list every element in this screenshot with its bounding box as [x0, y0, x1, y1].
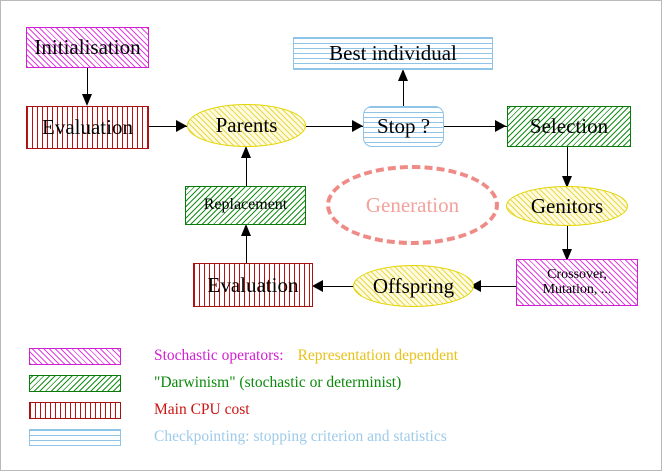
node-parents-label: Parents	[215, 113, 278, 138]
node-offspring[interactable]: Offspring	[353, 265, 474, 307]
node-crossover-mutation[interactable]: Crossover, Mutation, ...	[516, 259, 638, 306]
legend-row-checkpointing: Checkpointing: stopping criterion and st…	[29, 428, 447, 446]
edge-offspring-to-evaluation	[320, 286, 354, 287]
node-genitors[interactable]: Genitors	[506, 186, 628, 226]
node-evaluation-bottom[interactable]: Evaluation	[193, 263, 313, 307]
edge-stop-to-selection	[444, 126, 507, 127]
legend-swatch-blue-lines	[29, 428, 121, 446]
node-crossover-label-line2: Mutation, ...	[542, 281, 612, 297]
edge-initialisation-to-evaluation	[87, 67, 88, 97]
node-genitors-label: Genitors	[530, 193, 604, 218]
arrowhead-left-evaluation-bottom	[312, 280, 323, 292]
arrowhead-right-selection	[495, 120, 506, 132]
arrowhead-up-replacement	[241, 224, 251, 236]
node-crossover-label-line1: Crossover,	[547, 266, 607, 282]
legend-label-checkpointing: Checkpointing: stopping criterion and st…	[154, 428, 447, 445]
edge-replacement-to-parents	[246, 149, 247, 187]
node-stop[interactable]: Stop ?	[363, 106, 444, 147]
node-evaluation-bottom-label: Evaluation	[207, 272, 299, 297]
legend-swatch-red-hatch	[29, 401, 121, 419]
edge-stop-to-best-individual	[403, 71, 404, 107]
node-evaluation-top-label: Evaluation	[42, 115, 133, 140]
node-selection[interactable]: Selection	[507, 106, 631, 147]
node-best-individual-label: Best individual	[329, 41, 457, 66]
node-offspring-label: Offspring	[372, 273, 455, 298]
node-parents[interactable]: Parents	[187, 104, 306, 147]
legend-row-stochastic-operators: Stochastic operators: Representation dep…	[29, 347, 458, 365]
legend-label-main-cpu-cost: Main CPU cost	[154, 401, 250, 418]
legend-label-darwinism: "Darwinism" (stochastic or determinist)	[154, 374, 402, 391]
arrowhead-down-initialisation	[82, 94, 92, 106]
node-generation-label: Generation	[365, 192, 460, 217]
node-stop-label: Stop ?	[376, 114, 431, 139]
arrowhead-left-offspring	[470, 280, 481, 292]
legend-row-darwinism: "Darwinism" (stochastic or determinist)	[29, 374, 401, 392]
legend-label-stochastic-operators: Stochastic operators:	[154, 347, 284, 364]
node-replacement-label: Replacement	[203, 196, 288, 214]
node-evaluation-top[interactable]: Evaluation	[26, 106, 149, 149]
legend-swatch-green-hatch	[29, 374, 121, 392]
arrowhead-down-crossover	[562, 249, 572, 261]
legend-label-representation-dependent: Representation dependent	[297, 347, 459, 364]
edge-evaluation-to-parents	[149, 126, 187, 127]
node-generation: Generation	[326, 165, 499, 245]
edge-selection-to-genitors	[567, 146, 568, 180]
legend-swatch-magenta-hatch	[29, 347, 121, 365]
edge-parents-to-stop	[306, 126, 364, 127]
node-replacement[interactable]: Replacement	[185, 186, 306, 225]
arrowhead-down-genitors	[562, 176, 572, 188]
edge-genitors-to-crossover	[567, 225, 568, 255]
arrowhead-up-parents	[241, 146, 251, 158]
node-initialisation[interactable]: Initialisation	[26, 27, 149, 68]
node-initialisation-label: Initialisation	[34, 35, 141, 60]
arrowhead-right-parents	[176, 120, 187, 132]
arrowhead-right-stop	[352, 120, 363, 132]
edge-crossover-to-offspring	[479, 286, 517, 287]
node-best-individual[interactable]: Best individual	[293, 37, 493, 70]
edge-evaluation-to-replacement	[246, 227, 247, 264]
node-selection-label: Selection	[529, 114, 609, 139]
arrowhead-up-best-individual	[398, 69, 408, 81]
legend-row-main-cpu-cost: Main CPU cost	[29, 401, 250, 419]
